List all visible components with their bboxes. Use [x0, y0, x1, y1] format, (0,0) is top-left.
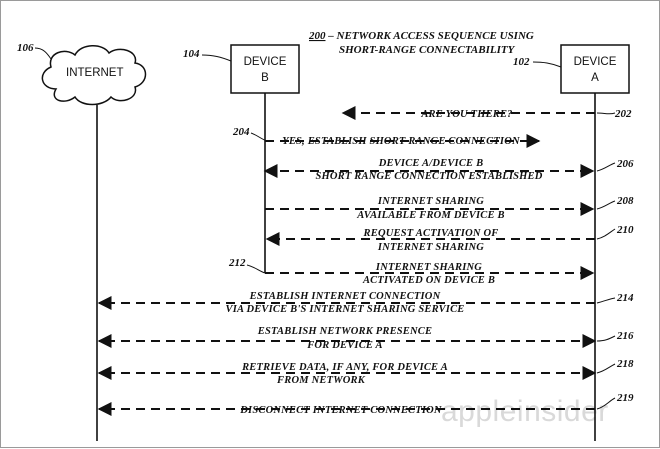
diagram-title-ref: 200: [308, 30, 326, 42]
device-a-label-line2: A: [591, 72, 599, 84]
ref-208: 208: [616, 195, 634, 207]
ref-214: 214: [616, 292, 634, 304]
msg-218-label-line1: RETRIEVE DATA, IF ANY, FOR DEVICE A: [241, 362, 448, 373]
msg-206-label-line2: SHORT RANGE CONNECTION ESTABLISHED: [315, 171, 542, 182]
msg-219-label: DISCONNECT INTERNET CONNECTION: [239, 405, 442, 416]
ref-208-leader: [596, 200, 616, 210]
ref-106-leader: [34, 47, 52, 60]
msg-202-label: ARE YOU THERE?: [420, 109, 512, 120]
ref-219-leader: [596, 397, 616, 410]
msg-206-label-line1: DEVICE A/DEVICE B: [378, 158, 484, 169]
ref-218-leader: [596, 363, 616, 374]
ref-206-leader: [596, 162, 616, 172]
msg-204-label: YES, ESTABLISH SHORT RANGE CONNECTION: [282, 136, 520, 147]
msg-214-label-line2: VIA DEVICE B'S INTERNET SHARING SERVICE: [226, 304, 465, 315]
ref-104-leader: [201, 54, 232, 62]
ref-204-leader: [250, 132, 268, 142]
ref-214-leader: [596, 297, 616, 304]
msg-216-label-line1: ESTABLISH NETWORK PRESENCE: [257, 326, 432, 337]
ref-219: 219: [616, 392, 634, 404]
diagram-title-line2: SHORT-RANGE CONNECTABILITY: [339, 44, 516, 56]
watermark: appleinsider: [441, 395, 609, 428]
ref-104: 104: [183, 48, 200, 60]
msg-212-label-line2: ACTIVATED ON DEVICE B: [362, 275, 495, 286]
device-a-label-line1: DEVICE: [574, 56, 617, 68]
ref-204: 204: [232, 126, 250, 138]
ref-212: 212: [228, 257, 246, 269]
msg-208-label-line1: INTERNET SHARING: [377, 196, 484, 207]
internet-label: INTERNET: [66, 67, 124, 79]
device-b-label-line2: B: [261, 72, 269, 84]
ref-218: 218: [616, 358, 634, 370]
ref-102-leader: [532, 61, 562, 68]
ref-202-leader: [596, 112, 616, 115]
device-b-box: DEVICE B: [230, 44, 300, 94]
ref-216-leader: [596, 335, 616, 342]
device-b-label-line1: DEVICE: [244, 56, 287, 68]
ref-206: 206: [616, 158, 634, 170]
message-arrows: [97, 106, 597, 416]
ref-210: 210: [616, 224, 634, 236]
msg-210-label-line1: REQUEST ACTIVATION OF: [363, 228, 499, 239]
msg-214-label-line1: ESTABLISH INTERNET CONNECTION: [249, 291, 441, 302]
msg-210-label-line2: INTERNET SHARING: [377, 242, 484, 253]
ref-202: 202: [614, 108, 632, 120]
diagram-title-line1: 200 – NETWORK ACCESS SEQUENCE USING: [308, 30, 534, 42]
device-a-box: DEVICE A: [560, 44, 630, 94]
msg-218-label-line2: FROM NETWORK: [276, 375, 366, 386]
ref-212-leader: [246, 264, 266, 274]
ref-210-leader: [596, 228, 616, 240]
ref-106: 106: [17, 42, 34, 54]
ref-102: 102: [513, 56, 530, 68]
internet-cloud: INTERNET: [41, 45, 147, 106]
msg-216-label-line2: FOR DEVICE A: [306, 340, 383, 351]
ref-216: 216: [616, 330, 634, 342]
msg-212-label-line1: INTERNET SHARING: [375, 262, 482, 273]
msg-208-label-line2: AVAILABLE FROM DEVICE B: [356, 210, 504, 221]
